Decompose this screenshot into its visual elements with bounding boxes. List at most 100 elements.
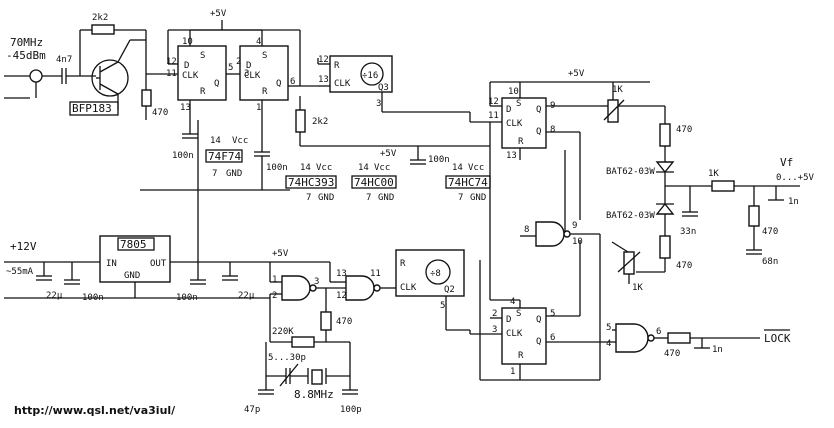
ff2-d: D xyxy=(246,61,251,71)
lock-section: 5 4 6 470 1n LOCK xyxy=(606,323,791,359)
nand3-pin9: 9 xyxy=(572,221,577,231)
ff2-box xyxy=(239,45,289,101)
div16-block: ÷16 Q3 R CLK 12 13 3 2k2 xyxy=(295,55,490,147)
reg-gnd: GND xyxy=(124,271,140,281)
ffl-clk: CLK xyxy=(506,329,523,339)
source-url[interactable]: http://www.qsl.net/va3iul/ xyxy=(14,404,176,417)
plus12-label: +12V xyxy=(10,240,37,253)
nand3-pin10: 10 xyxy=(572,237,583,247)
hc74-vcc-pin: 14 xyxy=(452,163,463,173)
power-section: +12V ~55mA 22µ 100n 7805 IN OUT GND 100n… xyxy=(4,120,330,303)
trimmer-label: 5...30p xyxy=(268,353,306,363)
ffl-q: Q xyxy=(536,315,541,325)
div8-box xyxy=(395,249,465,297)
ic-labels-row: 14 Vcc 74HC393 7 GND +5V 14 Vcc 74HC00 7… xyxy=(285,146,491,203)
ff1-pin10: 10 xyxy=(182,37,193,47)
ic-74f74-block: +5V D S CLK R Q D S CLK R Q 10 12 11 13 … xyxy=(166,9,318,179)
div8-r: R xyxy=(400,259,406,269)
r-mid-label: 2k2 xyxy=(312,117,328,127)
vf-range: 0...+5V xyxy=(776,173,815,183)
ffu-q: Q xyxy=(536,105,541,115)
lock-label: LOCK xyxy=(764,332,791,345)
div8-name: Q2 xyxy=(444,285,455,295)
hc74-vcc: Vcc xyxy=(468,163,484,173)
ffu-pin12: 12 xyxy=(488,97,499,107)
pot-top-label: 1K xyxy=(612,85,623,95)
hc00-gnd-pin: 7 xyxy=(366,193,371,203)
ffl-s: S xyxy=(516,309,521,319)
ff2-pin3: 3 xyxy=(244,69,249,79)
hc393-vcc: Vcc xyxy=(316,163,332,173)
r-load-label: 470 xyxy=(762,227,778,237)
diode-bot-label: BAT62-03W xyxy=(606,211,655,221)
r-bias-label: 470 xyxy=(152,108,168,118)
ff2-clk: CLK xyxy=(244,71,261,81)
ffl-pin3: 3 xyxy=(492,325,497,335)
hc74-gnd: GND xyxy=(470,193,486,203)
r-top-label: 470 xyxy=(676,125,692,135)
nand4-pin5: 5 xyxy=(606,323,611,333)
transistor-part: BFP183 xyxy=(72,102,112,115)
ffl-d: D xyxy=(506,315,511,325)
ff1-pin11: 11 xyxy=(166,69,177,79)
crystal-label: 8.8MHz xyxy=(294,388,334,401)
plus5v-mid: +5V xyxy=(380,149,397,159)
hc393-vcc-pin: 14 xyxy=(300,163,311,173)
diode-top-label: BAT62-03W xyxy=(606,167,655,177)
f74-gnd-label: GND xyxy=(226,169,242,179)
ff1-pin12: 12 xyxy=(166,57,177,67)
div16-r: R xyxy=(334,61,340,71)
current-label: ~55mA xyxy=(6,267,34,277)
div16-label: ÷16 xyxy=(362,71,378,81)
vf-label: Vf xyxy=(780,156,793,169)
div8-label: ÷8 xyxy=(430,269,441,279)
nand4-pin6: 6 xyxy=(656,327,661,337)
plus5v-ff: +5V xyxy=(568,69,585,79)
ff2-s: S xyxy=(262,51,267,61)
ff1-box xyxy=(177,45,227,101)
r-lp-label: 1K xyxy=(708,169,719,179)
cap-c6-label: 22µ xyxy=(238,291,255,301)
f74-vcc-pin: 14 xyxy=(210,136,221,146)
ff1-s: S xyxy=(200,51,205,61)
c-lp2-label: 68n xyxy=(762,257,778,267)
ff1-r: R xyxy=(200,87,206,97)
hc393-gnd: GND xyxy=(318,193,334,203)
c-left-label: 47p xyxy=(244,405,260,415)
r-bot-label: 470 xyxy=(676,261,692,271)
c-right-label: 100p xyxy=(340,405,362,415)
ffu-s: S xyxy=(516,99,521,109)
ff2-r: R xyxy=(262,87,268,97)
div8-block: ÷8 Q2 R CLK 5 xyxy=(395,249,471,334)
lock-l-label: 1n xyxy=(712,345,723,355)
ff2-pin4: 4 xyxy=(256,37,261,47)
input-section: 70MHz -45dBm 4n7 BFP183 2k2 470 xyxy=(4,13,180,120)
ffu-qn: Q xyxy=(536,127,541,137)
ff1-pin13: 13 xyxy=(180,103,191,113)
ffl-qn: Q xyxy=(536,337,541,347)
ffu-pin13: 13 xyxy=(506,151,517,161)
hc00-vcc-pin: 14 xyxy=(358,163,369,173)
nand4-pin4: 4 xyxy=(606,339,611,349)
cap-c1-label: 100n xyxy=(172,151,194,161)
cap-c4-label: 100n xyxy=(82,293,104,303)
cap-c5-label: 22µ xyxy=(46,291,63,301)
f74-gnd-pin: 7 xyxy=(212,169,217,179)
ff1-d: D xyxy=(184,61,189,71)
lock-r-label: 470 xyxy=(664,349,680,359)
ff2-q: Q xyxy=(276,79,281,89)
vf-section: 1K 470 BAT62-03W 1K 33n 470 68n Vf 0...+… xyxy=(600,82,815,293)
ffl-pin6: 6 xyxy=(550,333,555,343)
decoupling-top: 100n 100n xyxy=(140,120,290,191)
ff1-q: Q xyxy=(214,79,219,89)
transistor-symbol xyxy=(91,59,129,97)
nand1-pin2: 2 xyxy=(272,291,277,301)
hc00-label: 74HC00 xyxy=(354,176,394,189)
ff-lower-box xyxy=(501,307,547,365)
ffl-pin2: 2 xyxy=(492,309,497,319)
ff2-pin2: 2 xyxy=(236,57,241,67)
div16-pin3: 3 xyxy=(376,99,381,109)
ffl-r: R xyxy=(518,351,524,361)
nand3-pin8: 8 xyxy=(524,225,529,235)
regulator-part: 7805 xyxy=(120,238,147,251)
